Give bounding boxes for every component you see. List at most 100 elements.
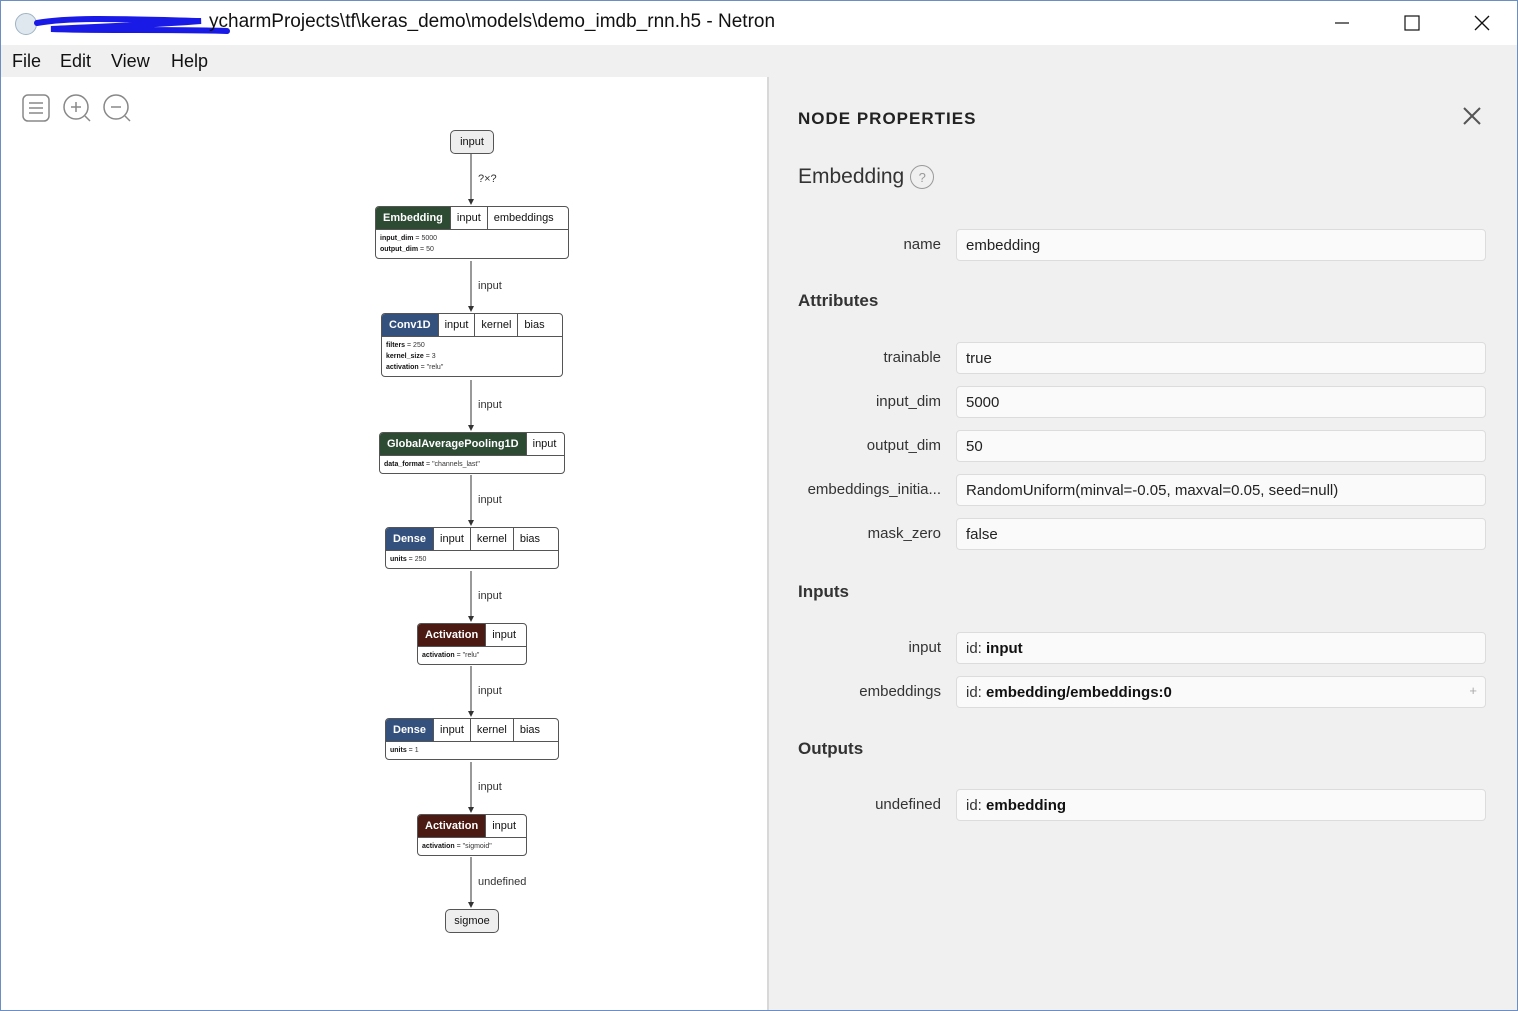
node-attr: input_dim = 5000: [380, 235, 438, 242]
id-value: embedding: [986, 797, 1067, 814]
attribute-value[interactable]: RandomUniform(minval=-0.05, maxval=0.05,…: [956, 474, 1486, 506]
input-value[interactable]: id: input: [956, 632, 1486, 664]
output-label: undefined: [875, 796, 941, 813]
edge-label: ?×?: [478, 173, 497, 185]
id-value: embedding/embeddings:0: [986, 684, 1172, 701]
attribute-value[interactable]: true: [956, 342, 1486, 374]
zoom-out-icon[interactable]: [102, 93, 132, 123]
node-op-label: Conv1D: [382, 314, 438, 336]
edge-label: input: [478, 781, 502, 793]
node-attr: output_dim = 50: [380, 246, 434, 253]
edge-label: input: [478, 685, 502, 697]
menu-view[interactable]: View: [111, 51, 150, 71]
close-icon: [1474, 15, 1490, 31]
attribute-label: mask_zero: [867, 525, 941, 542]
menu-help[interactable]: Help: [171, 51, 209, 71]
id-prefix: id:: [966, 797, 987, 814]
graph-output-node[interactable]: sigmoe: [445, 909, 499, 933]
node-port: input: [525, 433, 563, 455]
input-label: input: [908, 639, 941, 656]
edge-label: input: [478, 590, 502, 602]
node-op-label: Dense: [386, 528, 434, 550]
close-panel-icon[interactable]: [1459, 103, 1485, 129]
close-button[interactable]: [1447, 1, 1517, 45]
edge-label: input: [478, 280, 502, 292]
node-type-heading: Embedding ?: [798, 165, 935, 189]
attribute-value[interactable]: 50: [956, 430, 1486, 462]
node-port: bias: [517, 314, 551, 336]
maximize-button[interactable]: [1377, 1, 1447, 45]
node-port: bias: [512, 528, 547, 550]
node-port: bias: [512, 719, 547, 741]
node-port: input: [433, 719, 470, 741]
node-attr: units = 250: [390, 556, 427, 563]
node-port: input: [433, 528, 470, 550]
id-value: input: [986, 640, 1023, 657]
node-port: kernel: [469, 719, 513, 741]
minimize-button[interactable]: [1307, 1, 1377, 45]
property-value-name[interactable]: embedding: [956, 229, 1486, 261]
node-port: embeddings: [486, 207, 560, 229]
maximize-icon: [1404, 15, 1420, 31]
edge-label: input: [478, 494, 502, 506]
edge-label: undefined: [478, 876, 527, 888]
node-op-label: Activation: [418, 624, 486, 646]
graph-canvas[interactable]: input ?×? input input input input input …: [1, 77, 767, 1010]
minimize-icon: [1335, 22, 1349, 24]
node-globalaveragepooling1d[interactable]: GlobalAveragePooling1D input data_format…: [379, 432, 565, 474]
node-embedding[interactable]: Embedding input embeddings input_dim = 5…: [375, 206, 569, 259]
attribute-value[interactable]: 5000: [956, 386, 1486, 418]
node-port: input: [449, 207, 487, 229]
attribute-value[interactable]: false: [956, 518, 1486, 550]
graph-edges: [468, 154, 474, 908]
node-port: input: [485, 624, 523, 646]
node-port: kernel: [469, 528, 513, 550]
node-port: input: [437, 314, 475, 336]
node-attr: filters = 250: [386, 342, 425, 349]
node-type-label: Embedding: [798, 165, 905, 188]
section-attributes: Attributes: [798, 291, 879, 310]
help-icon[interactable]: ?: [910, 165, 935, 189]
node-attr: activation = "relu": [386, 364, 444, 371]
node-dense-1[interactable]: Dense input kernel bias units = 250: [385, 527, 559, 569]
node-activation-2[interactable]: Activation input activation = "sigmoid": [417, 814, 527, 856]
attribute-label: output_dim: [866, 437, 941, 454]
input-label: embeddings: [859, 683, 941, 700]
node-op-label: GlobalAveragePooling1D: [380, 433, 526, 455]
sidebar-menu-icon[interactable]: [21, 93, 51, 123]
panel-divider[interactable]: [767, 77, 769, 1010]
menu-edit[interactable]: Edit: [60, 51, 92, 71]
attribute-label: trainable: [883, 349, 941, 366]
node-properties-panel: NODE PROPERTIES Embedding ? name embeddi…: [769, 77, 1517, 1010]
edge-label: input: [478, 399, 502, 411]
node-op-label: Embedding: [376, 207, 450, 229]
redaction-scribble: [34, 16, 230, 34]
node-conv1d[interactable]: Conv1D input kernel bias filters = 250 k…: [381, 313, 563, 377]
node-attr: kernel_size = 3: [386, 353, 436, 360]
node-port: kernel: [474, 314, 518, 336]
expand-icon[interactable]: +: [1469, 683, 1477, 698]
node-op-label: Dense: [386, 719, 434, 741]
node-activation-1[interactable]: Activation input activation = "relu": [417, 623, 527, 665]
zoom-in-icon[interactable]: [62, 93, 92, 123]
title-bar: ycharmProjects\tf\keras_demo\models\demo…: [1, 1, 1517, 45]
id-prefix: id:: [966, 640, 987, 657]
section-outputs: Outputs: [798, 739, 864, 758]
menu-bar: File Edit View Help: [1, 45, 1517, 77]
attribute-label: input_dim: [875, 393, 941, 410]
node-attr: data_format = "channels_last": [384, 461, 480, 468]
menu-file[interactable]: File: [12, 51, 42, 71]
attribute-label: embeddings_initia...: [807, 481, 941, 498]
node-op-label: Activation: [418, 815, 486, 837]
node-attr: activation = "sigmoid": [422, 843, 492, 850]
node-attr: units = 1: [390, 747, 419, 754]
node-dense-2[interactable]: Dense input kernel bias units = 1: [385, 718, 559, 760]
property-label: name: [903, 236, 941, 253]
graph-input-node[interactable]: input: [450, 130, 494, 154]
input-value[interactable]: id: embedding/embeddings:0 +: [956, 676, 1486, 708]
section-inputs: Inputs: [798, 582, 849, 601]
node-attr: activation = "relu": [422, 652, 480, 659]
output-value[interactable]: id: embedding: [956, 789, 1486, 821]
id-prefix: id:: [966, 684, 987, 701]
